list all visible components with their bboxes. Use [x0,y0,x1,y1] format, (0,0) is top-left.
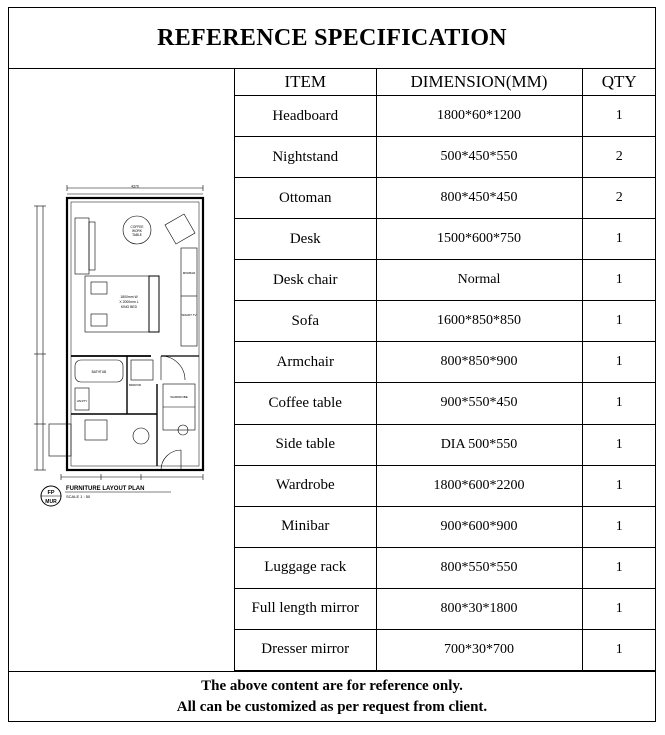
qty-cell: 1 [581,218,656,261]
item-cell: Desk chair [235,259,377,302]
dimension-cell: DIA 500*550 [375,423,583,466]
dimension-cell: Normal [375,259,583,302]
footer-line-1: The above content are for reference only… [201,678,463,694]
floor-plan-cell: 4370 COFFEE WORK TABLE 1800mm W X 2000mm… [9,69,235,671]
footer-line-2: All can be customized as per request fro… [176,699,488,715]
qty-cell: 1 [581,94,656,138]
wardrobe-label: WARDROBE [170,395,188,399]
dimension-cell: 1800*600*2200 [375,464,583,507]
dimension-cell: 900*600*900 [375,505,583,548]
coffee-label: COFFEE [131,225,144,229]
item-cell: Minibar [235,505,377,548]
table-header-row: ITEM DIMENSION(MM) QTY [235,69,656,96]
dimension-cell: 800*850*900 [375,341,583,384]
qty-cell: 1 [581,259,656,302]
qty-cell: 2 [581,136,656,179]
furniture-layout-plan: 4370 COFFEE WORK TABLE 1800mm W X 2000mm… [34,185,205,507]
item-cell: Side table [235,423,377,466]
qty-cell: 1 [581,628,656,672]
vanity-label: VANITY [77,399,88,403]
item-cell: Ottoman [235,177,377,220]
dimension-cell: 1800*60*1200 [375,94,583,138]
qty-cell: 1 [581,505,656,548]
qty-cell: 1 [581,546,656,589]
item-cell: Luggage rack [235,546,377,589]
item-cell: Desk [235,218,377,261]
plan-badge-top: FP [47,490,54,496]
mirror-label: MIRROR [129,383,142,387]
item-cell: Armchair [235,341,377,384]
item-cell: Headboard [235,94,377,138]
dimension-cell: 700*30*700 [375,628,583,672]
qty-cell: 2 [581,177,656,220]
qty-cell: 1 [581,382,656,425]
item-cell: Sofa [235,300,377,343]
footer-note: The above content are for reference only… [9,671,655,722]
dimension-cell: 800*450*450 [375,177,583,220]
qty-cell: 1 [581,464,656,507]
specification-sheet: REFERENCE SPECIFICATION [8,7,656,722]
overall-width-label: 4370 [131,185,139,189]
header-qty: QTY [581,69,656,96]
dimension-cell: 500*450*550 [375,136,583,179]
plan-caption: FURNITURE LAYOUT PLAN [66,486,144,492]
qty-cell: 1 [581,423,656,466]
qty-cell: 1 [581,341,656,384]
bed-label-1: 1800mm W [120,295,138,299]
minibar-label: MINIBAR [183,271,196,275]
dimension-cell: 1600*850*850 [375,300,583,343]
page-title: REFERENCE SPECIFICATION [9,8,655,69]
dimension-cell: 1500*600*750 [375,218,583,261]
bed-label-2: X 2000mm L [119,300,138,304]
item-cell: Nightstand [235,136,377,179]
item-cell: Dresser mirror [235,628,377,672]
bathtub-label: BATHTUB [92,370,107,374]
item-cell: Full length mirror [235,587,377,630]
dimension-cell: 800*550*550 [375,546,583,589]
item-cell: Coffee table [235,382,377,425]
header-dimension: DIMENSION(MM) [375,69,583,96]
bed-label-3: KING BED [121,305,138,309]
qty-cell: 1 [581,587,656,630]
work-label: WORK [132,229,143,233]
plan-scale: SCALE 1 : 50 [66,494,91,499]
item-cell: Wardrobe [235,464,377,507]
dimension-cell: 900*550*450 [375,382,583,425]
qty-cell: 1 [581,300,656,343]
table-label: TABLE [132,233,142,237]
plan-badge-bottom: MUR [45,499,57,505]
tv-label: SMART TV [181,313,196,317]
header-item: ITEM [235,69,377,96]
dimension-cell: 800*30*1800 [375,587,583,630]
